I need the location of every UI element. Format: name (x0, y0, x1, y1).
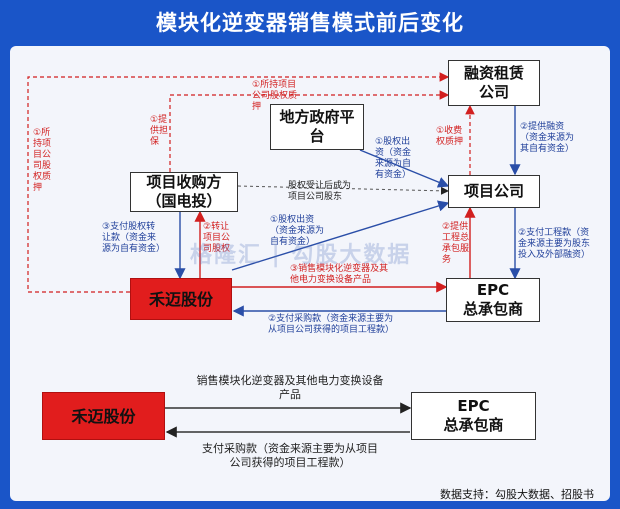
gov-platform-label: 地方政府平 台 (279, 108, 355, 145)
label-pay-bottom: 支付采购款（资金来源主要为从项目 公司获得的项目工程款） (202, 442, 378, 469)
arrow-hm-equity (231, 200, 450, 271)
hoymiles-box-bottom: 禾迈股份 (42, 392, 165, 440)
epc-label-bottom: EPC 总承包商 (443, 397, 504, 434)
label-sell-top: ③销售模块化逆变器及其 他电力变换设备产品 (290, 264, 389, 285)
label-hm-equity: ①股权出资 （资金来源为 自有资金） (270, 215, 325, 247)
arrow-left-pledge (27, 72, 450, 293)
project-company-box: 项目公司 (448, 175, 540, 208)
label-gov-equity: ①股权出 资（资金 来源为自 有资金） (375, 137, 412, 180)
label-transfer-equity: ②转让 项目公 司股权 (203, 222, 231, 254)
label-pay-transfer: ③支付股权转 让款（资金来 源为自有资金） (102, 222, 166, 254)
leasing-company-box: 融资租赁 公司 (448, 60, 540, 106)
label-left-pledge: ①所 持项 目公 司股 权质 押 (33, 128, 52, 193)
project-company-label: 项目公司 (463, 182, 524, 200)
epc-box-top: EPC 总承包商 (446, 278, 540, 322)
gov-platform-box: 地方政府平 台 (270, 104, 364, 150)
acquirer-label: 项目收购方 （国电投） (146, 173, 222, 210)
arrow-guarantee (169, 90, 450, 172)
watermark: 格隆汇 | 勾股大数据 (190, 243, 412, 268)
label-financing: ②提供融资 （资金来源为 其自有资金） (520, 122, 575, 154)
acquirer-box: 项目收购方 （国电投） (130, 172, 238, 212)
hoymiles-label-bottom: 禾迈股份 (71, 406, 136, 426)
hoymiles-box-top: 禾迈股份 (130, 278, 232, 320)
page-title: 模块化逆变器销售模式前后变化 (156, 11, 464, 35)
arrow-gov-equity (359, 149, 450, 188)
label-pay-top: ②支付采购款（资金来源主要为 从项目公司获得的项目工程款） (268, 314, 395, 335)
label-pay-eng: ②支付工程款（资 金来源主要为股东 投入及外部融资） (518, 228, 591, 260)
hoymiles-label-top: 禾迈股份 (148, 289, 213, 309)
label-sell-bottom: 销售模块化逆变器及其他电力变换设备 产品 (196, 374, 384, 401)
label-fee-pledge: ①收费 权质押 (436, 126, 464, 147)
label-transfer-after: 股权受让后成为 项目公司股东 (288, 181, 352, 202)
arrow-transfer-after (237, 185, 449, 195)
leasing-company-label: 融资租赁 公司 (463, 64, 524, 101)
epc-label-top: EPC 总承包商 (462, 281, 523, 318)
epc-box-bottom: EPC 总承包商 (411, 392, 536, 440)
label-epc-service: ②提供 工程总 承包服 务 (442, 222, 470, 265)
label-top-pledge: ①所持项目 公司股权质 押 (252, 80, 298, 112)
source-note: 数据支持：勾股大数据、招股书 (440, 488, 594, 501)
label-guarantee: ①提 供担 保 (150, 115, 169, 147)
